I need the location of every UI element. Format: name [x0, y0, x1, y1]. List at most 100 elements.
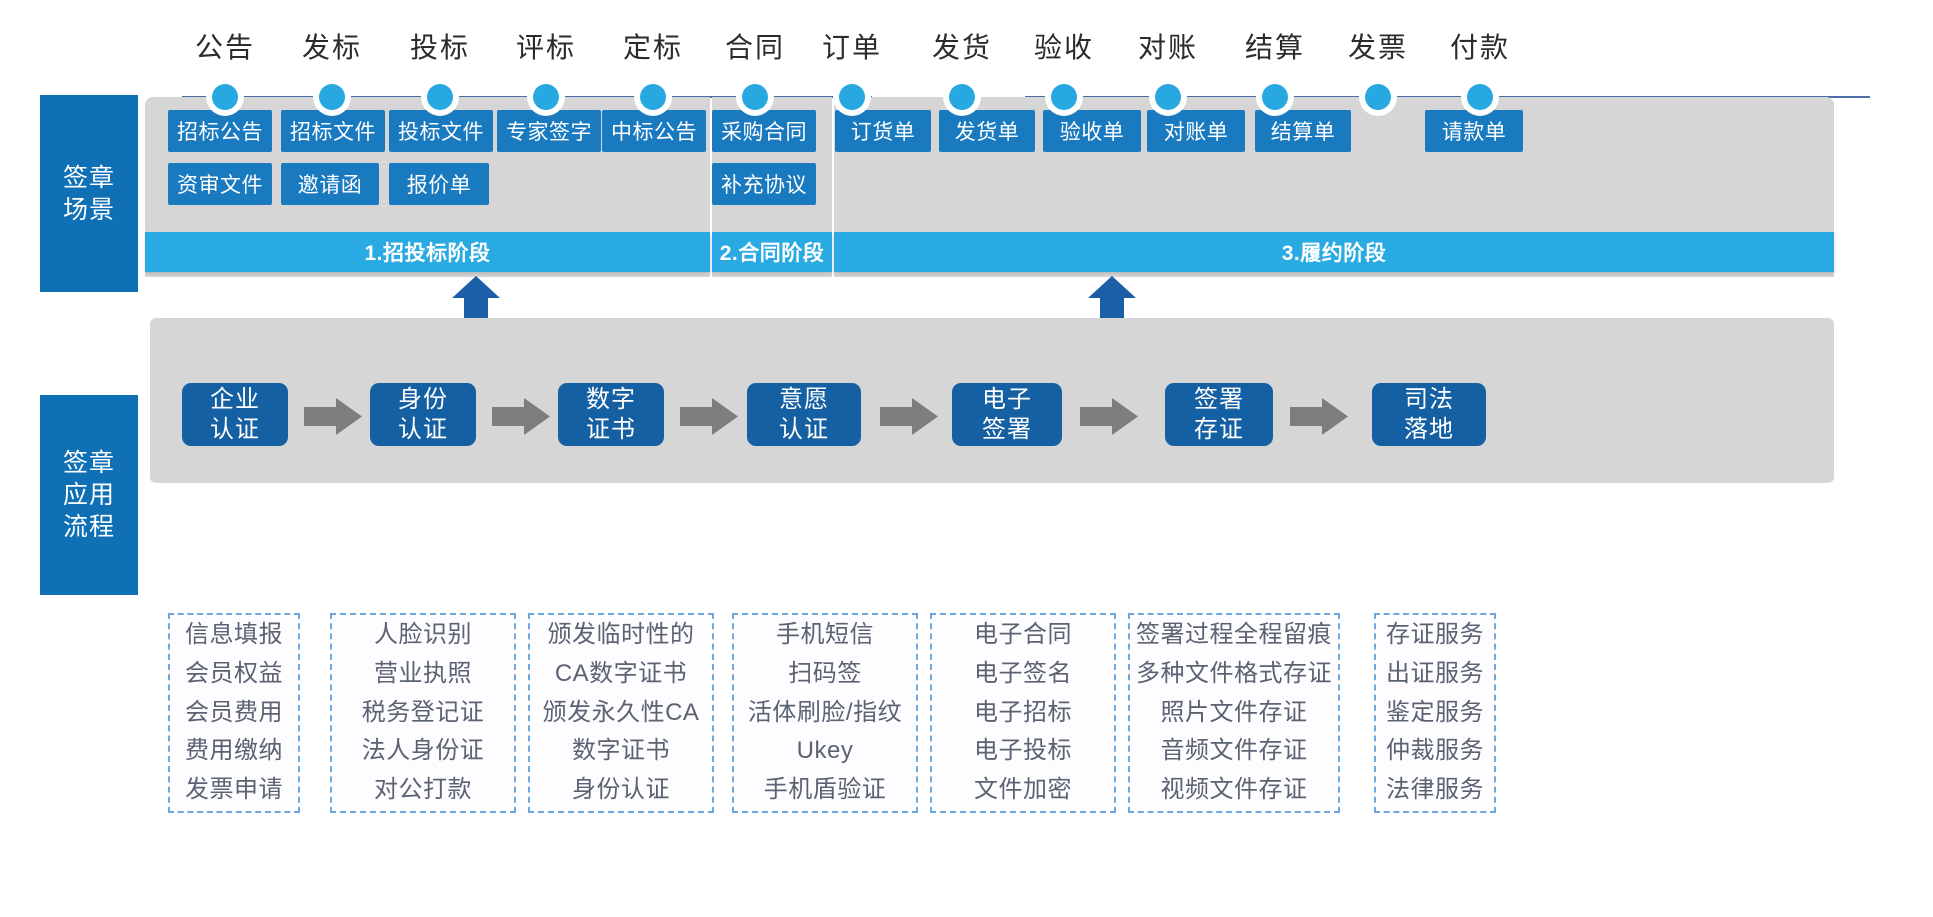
detail-item: 法律服务 [1386, 776, 1484, 804]
timeline-label-9: 对账 [1137, 32, 1199, 63]
flow-node[interactable]: 电子签署 [952, 383, 1062, 446]
timeline-label-6: 订单 [821, 32, 883, 63]
detail-item: 费用缴纳 [185, 737, 283, 765]
flow-node-line1: 数字 [586, 385, 636, 413]
detail-item: 手机短信 [776, 620, 874, 648]
flow-node-line1: 企业 [210, 385, 260, 413]
scenario-chip[interactable]: 资审文件 [168, 163, 272, 205]
phase-bar-performance[interactable]: 3.履约阶段 [834, 232, 1834, 272]
detail-item: 税务登记证 [361, 698, 485, 726]
timeline-dot-11[interactable] [1365, 84, 1391, 110]
flow-node-line1: 签署 [1194, 385, 1244, 413]
flow-node-line2: 存证 [1194, 415, 1244, 443]
detail-item: 法人身份证 [361, 737, 485, 765]
flow-node-line1: 司法 [1404, 385, 1454, 413]
timeline-dot-6[interactable] [839, 84, 865, 110]
timeline-dot-10[interactable] [1262, 84, 1288, 110]
flow-arrow-icon [1290, 398, 1348, 435]
detail-item: 视频文件存证 [1160, 776, 1308, 804]
section-label-signing-scenarios: 签章 场景 [40, 95, 138, 292]
flow-arrow-icon [880, 398, 938, 435]
scenario-chip[interactable]: 发货单 [939, 110, 1035, 152]
timeline-label-7: 发货 [931, 32, 993, 63]
detail-box: 存证服务出证服务鉴定服务仲裁服务法律服务 [1374, 613, 1496, 813]
detail-item: 音频文件存证 [1160, 737, 1308, 765]
scenario-chip[interactable]: 中标公告 [602, 110, 706, 152]
timeline-dot-0[interactable] [212, 84, 238, 110]
timeline-label-8: 验收 [1033, 32, 1095, 63]
flow-node[interactable]: 数字证书 [558, 383, 664, 446]
timeline-dot-9[interactable] [1155, 84, 1181, 110]
scenario-chip[interactable]: 对账单 [1147, 110, 1245, 152]
timeline-dot-8[interactable] [1051, 84, 1077, 110]
flow-node-line1: 电子 [982, 385, 1032, 413]
detail-item: 电子签名 [974, 659, 1072, 687]
scenario-chip[interactable]: 采购合同 [712, 110, 816, 152]
scene-label-line1: 签章 [62, 163, 115, 192]
detail-item: 发票申请 [185, 776, 283, 804]
scenario-chip[interactable]: 专家签字 [497, 110, 601, 152]
scenario-chip[interactable]: 补充协议 [712, 163, 816, 205]
detail-item: 会员权益 [185, 659, 283, 687]
flow-node[interactable]: 身份认证 [370, 383, 476, 446]
scenario-chip[interactable]: 招标公告 [168, 110, 272, 152]
detail-item: 签署过程全程留痕 [1136, 620, 1332, 648]
scene-label-line2: 场景 [62, 195, 115, 224]
timeline-label-2: 投标 [409, 32, 471, 63]
flow-node-line2: 签署 [982, 415, 1032, 443]
scenario-chip[interactable]: 验收单 [1043, 110, 1141, 152]
detail-item: 营业执照 [374, 659, 472, 687]
phase-bar-bidding[interactable]: 1.招投标阶段 [145, 232, 710, 272]
detail-item: 照片文件存证 [1160, 698, 1308, 726]
flow-node-line1: 意愿 [779, 385, 829, 413]
timeline-dot-5[interactable] [742, 84, 768, 110]
detail-box: 签署过程全程留痕多种文件格式存证照片文件存证音频文件存证视频文件存证 [1128, 613, 1340, 813]
detail-item: 活体刷脸/指纹 [747, 698, 903, 726]
scenario-chip[interactable]: 结算单 [1255, 110, 1351, 152]
timeline-dot-4[interactable] [640, 84, 666, 110]
detail-item: 手机盾验证 [763, 776, 887, 804]
flow-node[interactable]: 司法落地 [1372, 383, 1486, 446]
detail-item: 扫码签 [788, 659, 862, 687]
flow-label-line3: 流程 [62, 513, 115, 541]
detail-item: 电子投标 [974, 737, 1072, 765]
timeline-label-3: 评标 [515, 32, 577, 63]
flow-node-line2: 认证 [779, 415, 829, 443]
scenario-chip[interactable]: 订货单 [835, 110, 931, 152]
detail-item: 颁发临时性的 [547, 620, 695, 648]
flow-arrow-icon [1080, 398, 1138, 435]
detail-item: 仲裁服务 [1386, 737, 1484, 765]
flow-node[interactable]: 意愿认证 [747, 383, 861, 446]
flow-node[interactable]: 签署存证 [1165, 383, 1273, 446]
flow-node[interactable]: 企业认证 [182, 383, 288, 446]
timeline-label-4: 定标 [622, 32, 684, 63]
scenario-chip[interactable]: 招标文件 [281, 110, 385, 152]
timeline-dot-3[interactable] [533, 84, 559, 110]
timeline-label-0: 公告 [194, 32, 256, 63]
flow-node-line1: 身份 [398, 385, 448, 413]
detail-item: 电子合同 [974, 620, 1072, 648]
timeline-dot-2[interactable] [427, 84, 453, 110]
timeline: 公告发标投标评标定标合同订单发货验收对账结算发票付款 [0, 0, 1933, 70]
flow-node-line2: 认证 [210, 415, 260, 443]
timeline-label-11: 发票 [1347, 32, 1409, 63]
timeline-dot-12[interactable] [1467, 84, 1493, 110]
section-label-application-flow: 签章 应用 流程 [40, 395, 138, 595]
flow-node-line2: 证书 [586, 415, 636, 443]
phase-bar-contract[interactable]: 2.合同阶段 [712, 232, 832, 272]
timeline-dot-1[interactable] [319, 84, 345, 110]
scenario-chip[interactable]: 报价单 [389, 163, 489, 205]
timeline-dot-7[interactable] [949, 84, 975, 110]
detail-item: 颁发永久性CA [542, 698, 700, 726]
detail-item: 文件加密 [974, 776, 1072, 804]
detail-box: 人脸识别营业执照税务登记证法人身份证对公打款 [330, 613, 516, 813]
detail-box: 信息填报会员权益会员费用费用缴纳发票申请 [168, 613, 300, 813]
scenario-chip[interactable]: 邀请函 [281, 163, 379, 205]
up-arrow-icon-left [448, 276, 504, 318]
detail-item: 多种文件格式存证 [1136, 659, 1332, 687]
scenario-chip[interactable]: 投标文件 [389, 110, 493, 152]
scenario-chip[interactable]: 请款单 [1425, 110, 1523, 152]
detail-item: 存证服务 [1386, 620, 1484, 648]
